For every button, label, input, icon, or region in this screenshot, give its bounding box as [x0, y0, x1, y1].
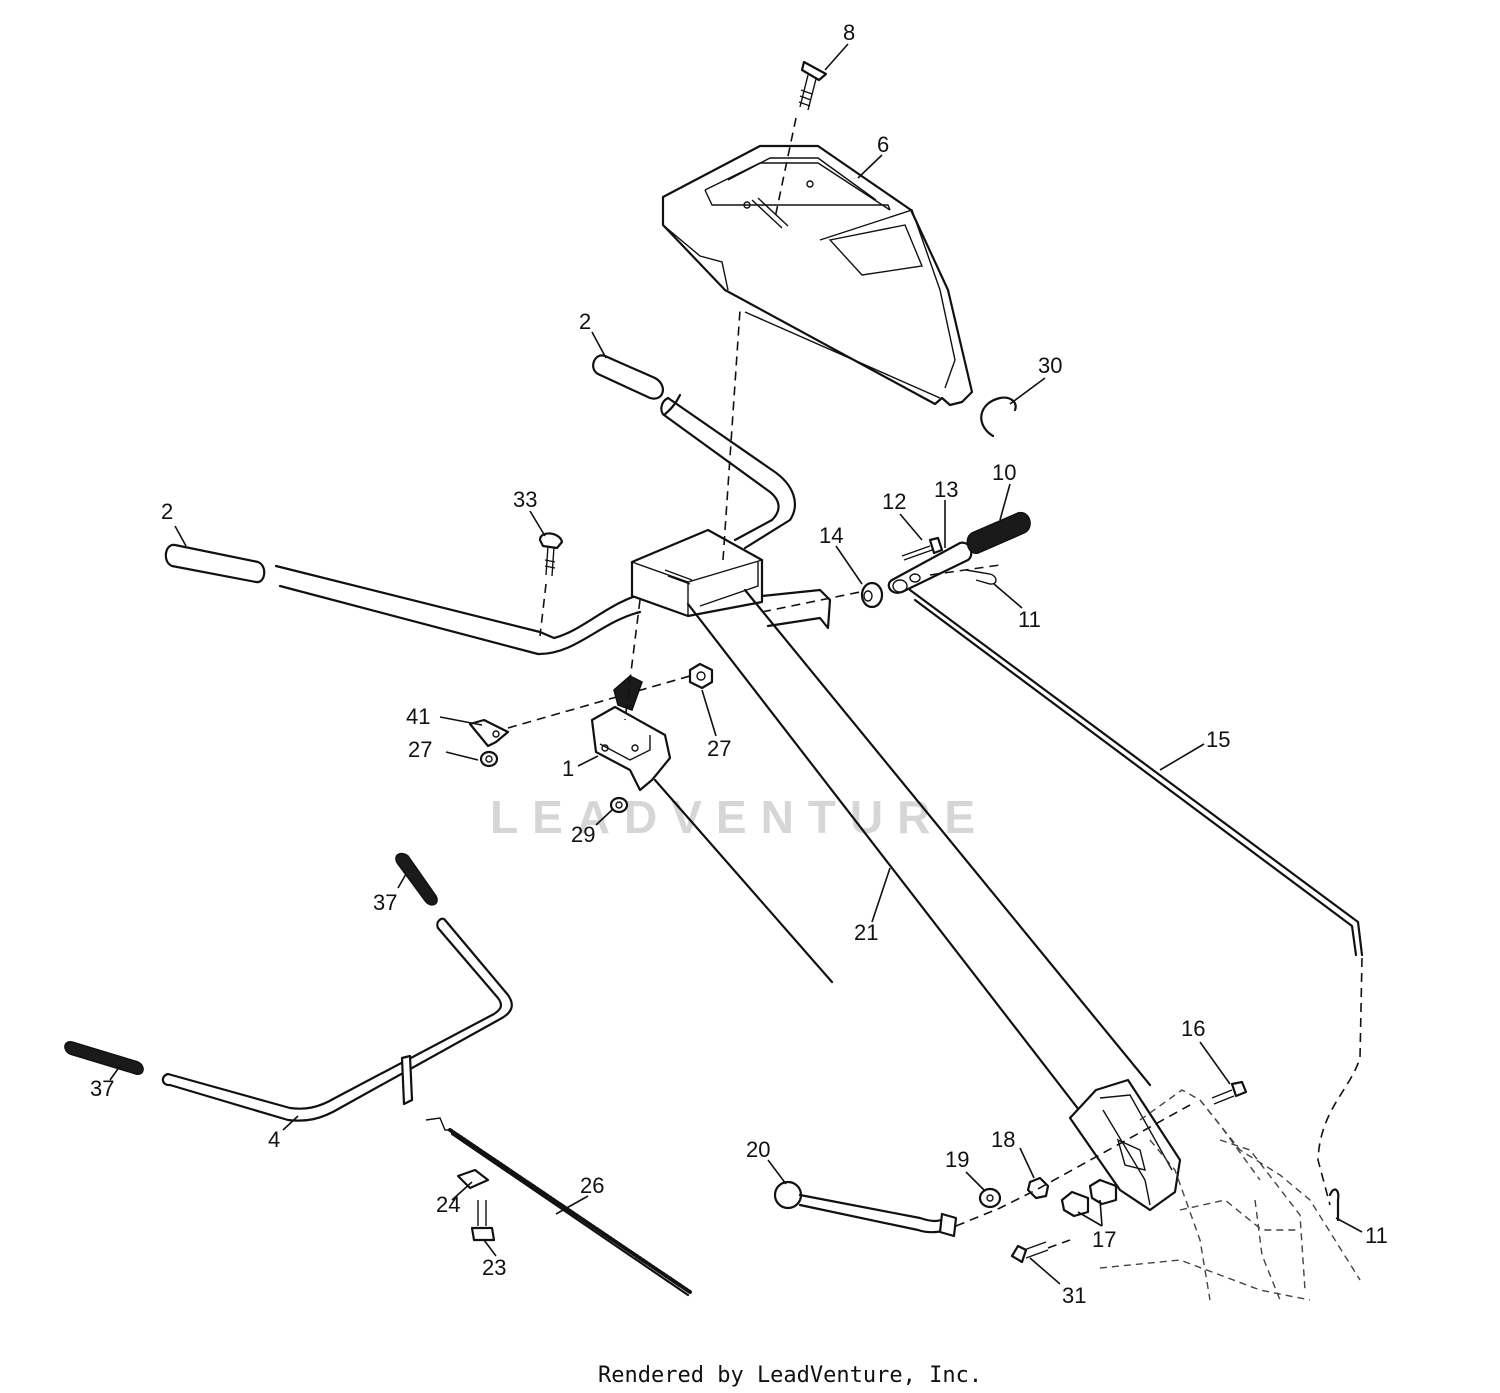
callout-27-left: 27 [408, 737, 432, 762]
handle-bracket [630, 528, 832, 630]
callout-1: 1 [562, 756, 574, 781]
callout-21: 21 [854, 920, 878, 945]
callout-17: 17 [1092, 1227, 1116, 1252]
nut-27-left [479, 750, 499, 768]
callout-2-left: 2 [161, 499, 173, 524]
pivot-bolt-12 [901, 536, 944, 561]
screw-8 [798, 60, 828, 111]
cable-26 [425, 1117, 692, 1297]
callout-18: 18 [991, 1127, 1015, 1152]
callout-13: 13 [934, 477, 958, 502]
hand-grip-2-left [164, 543, 266, 584]
callout-11-top: 11 [1018, 607, 1041, 632]
callout-33: 33 [513, 487, 537, 512]
callout-41: 41 [406, 704, 430, 729]
callout-37-top: 37 [373, 890, 397, 915]
bail-4 [161, 917, 513, 1122]
callout-19: 19 [945, 1147, 969, 1172]
callout-23: 23 [482, 1255, 506, 1280]
callout-8: 8 [843, 20, 855, 45]
callout-27-right: 27 [707, 736, 731, 761]
callout-31: 31 [1062, 1283, 1086, 1308]
bracket-41 [468, 718, 510, 748]
main-tube-21 [686, 588, 1182, 1212]
watermark: LEADVENTURE [490, 791, 989, 843]
control-rod-15 [908, 588, 1364, 957]
throttle-cable [653, 778, 834, 984]
callout-10: 10 [992, 460, 1016, 485]
grip-37-top [395, 852, 438, 906]
callouts: 8 6 2 30 2 33 12 13 10 14 11 41 27 1 27 … [90, 20, 1388, 1308]
nut-29 [609, 796, 629, 814]
callout-29: 29 [571, 822, 595, 847]
control-rod-15-b [913, 598, 1358, 957]
grip-37-left [64, 1041, 144, 1075]
footer-credit: Rendered by LeadVenture, Inc. [598, 1363, 982, 1388]
callout-2-right: 2 [579, 309, 591, 334]
callout-12: 12 [882, 489, 906, 514]
nut-27-right [688, 662, 714, 690]
callout-16: 16 [1181, 1016, 1205, 1041]
callout-14: 14 [819, 523, 843, 548]
lever-13 [887, 541, 973, 594]
handlebar [274, 393, 796, 656]
bolt-16 [1211, 1080, 1248, 1105]
bolt-31 [1010, 1241, 1049, 1264]
tiller-ghost-outline [1099, 1089, 1361, 1301]
callout-30: 30 [1038, 353, 1062, 378]
callout-11-bottom: 11 [1365, 1223, 1388, 1248]
callout-37-left: 37 [90, 1076, 114, 1101]
control-panel-cover [661, 144, 974, 407]
lever-grip-10 [966, 512, 1031, 554]
clip-24 [456, 1168, 490, 1190]
shift-rod-20 [773, 1180, 958, 1238]
callout-20: 20 [746, 1137, 770, 1162]
hand-grip-2-right [592, 354, 664, 400]
callout-4: 4 [268, 1127, 280, 1152]
callout-15: 15 [1206, 727, 1230, 752]
bolt-23 [470, 1200, 496, 1242]
callout-24: 24 [436, 1192, 460, 1217]
spacer-14 [860, 581, 884, 609]
throttle-bracket-1 [590, 675, 672, 792]
hairpin-clip-11-top [965, 569, 997, 585]
callout-26: 26 [580, 1173, 604, 1198]
callout-6: 6 [877, 132, 889, 157]
clip-30 [980, 396, 1017, 438]
pads-17 [1060, 1178, 1118, 1218]
bolt-33 [538, 532, 564, 577]
leader-lines [109, 43, 1363, 1285]
washer-19 [978, 1187, 1002, 1209]
